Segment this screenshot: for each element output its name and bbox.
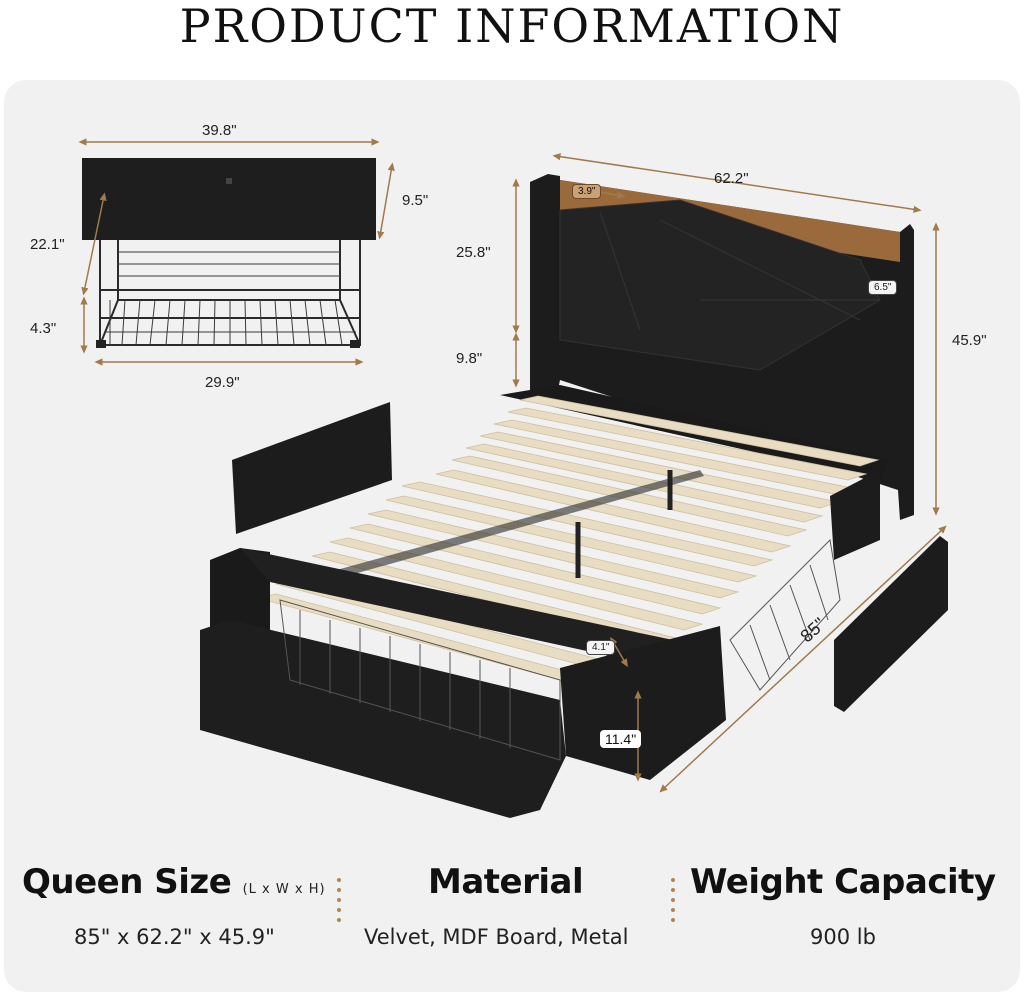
spec-material-title: Material [428, 862, 584, 902]
drawer-length-label: 22.1" [30, 236, 65, 253]
drawer-detail [78, 138, 395, 366]
front-drawer [200, 620, 566, 818]
spec-size-title: Queen Size (L x W x H) [22, 862, 326, 902]
drawer-height-label: 4.3" [30, 320, 57, 337]
headboard-lower-label: 9.8" [456, 350, 483, 367]
drawer-bottom-label: 29.9" [205, 374, 240, 391]
spec-size-value: 85" x 62.2" x 45.9" [74, 925, 275, 949]
bed-frame [200, 174, 948, 818]
shelf-depth-label: 3.9" [572, 184, 602, 199]
drawer-wire-grid [104, 251, 356, 346]
drawer-front-panel [82, 158, 376, 240]
side-drawer-right [834, 536, 948, 712]
spec-material-value: Velvet, MDF Board, Metal [364, 925, 629, 949]
divider-dots-1 [336, 878, 342, 928]
page-title: PRODUCT INFORMATION [179, 0, 845, 53]
drawer-width-label: 39.8" [202, 122, 237, 139]
spec-capacity-value: 900 lb [810, 925, 876, 949]
spec-size-sub: (L x W x H) [242, 882, 326, 897]
drawer-depth-label: 9.5" [402, 192, 429, 209]
rail-height-label: 11.4" [600, 730, 642, 748]
side-drawer-left [232, 402, 392, 534]
side-thickness-label: 6.5" [868, 280, 898, 295]
total-height-label: 45.9" [952, 332, 987, 349]
slat-gap-label: 4.1" [586, 640, 616, 655]
headboard-upper-label: 25.8" [456, 244, 491, 261]
bed-dimension-lines [512, 153, 947, 793]
drawer-handle-hole [226, 178, 232, 184]
divider-dots-2 [670, 878, 676, 928]
bed-width-label: 62.2" [714, 170, 749, 187]
spec-capacity-title: Weight Capacity [690, 862, 996, 902]
